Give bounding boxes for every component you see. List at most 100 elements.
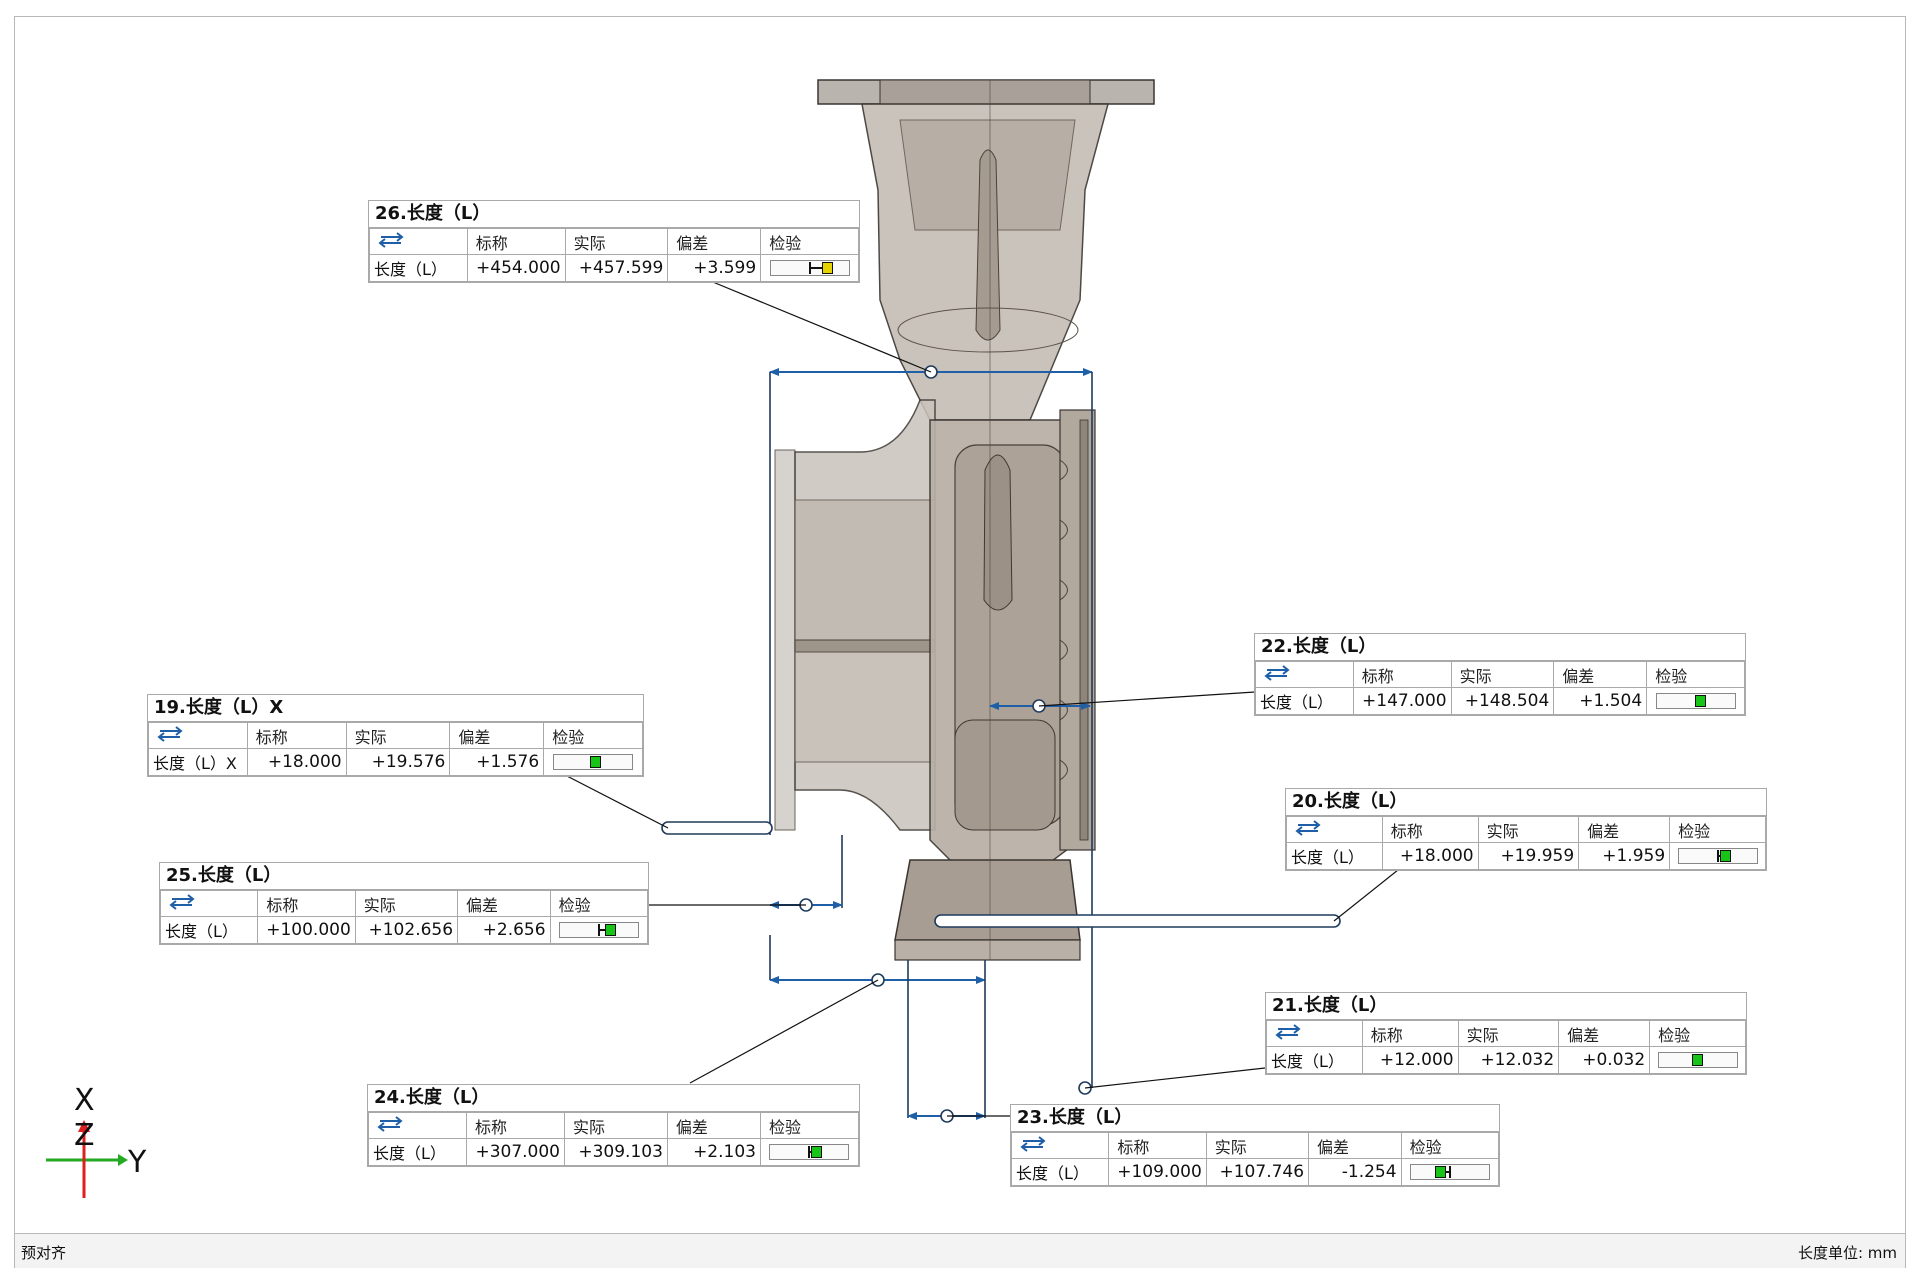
header-check: 检验	[1646, 661, 1745, 688]
cad-viewport[interactable]	[15, 17, 1905, 1230]
callout-title: 23.长度（L）	[1011, 1105, 1499, 1132]
header-actual: 实际	[564, 1112, 668, 1139]
check-gauge-cell	[549, 916, 649, 944]
header-deviation: 偏差	[667, 228, 762, 255]
status-bar: 预对齐 长度单位: mm	[15, 1233, 1905, 1268]
tolerance-gauge	[558, 922, 639, 938]
nominal-value: +12.000	[1361, 1046, 1459, 1074]
length-unit-indicator: 长度单位: mm	[1797, 1244, 1897, 1262]
check-gauge-cell	[1646, 687, 1745, 715]
tolerance-gauge	[553, 754, 634, 770]
header-deviation: 偏差	[1558, 1020, 1651, 1047]
measurement-callout-26[interactable]: 26.长度（L） 标称 实际 偏差 检验 长度（L） +454.000 +457…	[368, 200, 860, 283]
status-indicator	[1719, 850, 1731, 862]
tolerance-gauge	[1657, 1052, 1738, 1068]
deviation-value: +1.576	[449, 748, 545, 776]
check-gauge-cell	[1669, 842, 1766, 870]
dimension-lines	[564, 279, 1399, 1123]
callout-table: 标称 实际 偏差 检验 长度（L） +109.000 +107.746 -1.2…	[1010, 1132, 1500, 1186]
callout-table: 标称 实际 偏差 检验 长度（L） +18.000 +19.959 +1.959	[1286, 816, 1766, 870]
length-arrow-icon	[1286, 816, 1383, 843]
deviation-value: +2.103	[666, 1138, 761, 1166]
axis-x-label: X	[74, 1083, 95, 1118]
header-actual: 实际	[354, 890, 459, 917]
status-indicator	[604, 924, 616, 936]
callout-table: 标称 实际 偏差 检验 长度（L） +100.000 +102.656 +2.6…	[159, 890, 649, 944]
header-nominal: 标称	[246, 722, 347, 749]
header-deviation: 偏差	[457, 890, 551, 917]
check-gauge-cell	[1649, 1046, 1746, 1074]
row-label: 长度（L）	[1286, 842, 1383, 870]
nominal-value: +109.000	[1108, 1158, 1207, 1186]
check-gauge-cell	[760, 254, 859, 282]
callout-title: 25.长度（L）	[160, 863, 648, 890]
measurement-callout-22[interactable]: 22.长度（L） 标称 实际 偏差 检验 长度（L） +147.000 +148…	[1254, 633, 1746, 716]
row-label: 长度（L）	[1010, 1158, 1110, 1186]
status-indicator	[1434, 1166, 1446, 1178]
actual-value: +309.103	[564, 1138, 668, 1166]
header-actual: 实际	[1450, 661, 1555, 688]
axis-z-label: Z	[74, 1118, 95, 1153]
measurement-callout-21[interactable]: 21.长度（L） 标称 实际 偏差 检验 长度（L） +12.000 +12.0…	[1265, 992, 1747, 1075]
length-arrow-icon	[1255, 661, 1354, 688]
tolerance-gauge	[1677, 848, 1758, 864]
callout-table: 标称 实际 偏差 检验 长度（L） +12.000 +12.032 +0.032	[1266, 1020, 1746, 1074]
row-label: 长度（L）	[159, 916, 259, 944]
row-label: 长度（L）	[1266, 1046, 1363, 1074]
actual-value: +457.599	[564, 254, 669, 282]
tolerance-gauge	[769, 260, 850, 276]
status-indicator	[1691, 1054, 1703, 1066]
measurement-callout-25[interactable]: 25.长度（L） 标称 实际 偏差 检验 长度（L） +100.000 +102…	[159, 862, 649, 945]
header-check: 检验	[1400, 1132, 1500, 1159]
length-arrow-icon	[369, 228, 468, 255]
measurement-callout-20[interactable]: 20.长度（L） 标称 实际 偏差 检验 长度（L） +18.000 +19.9…	[1285, 788, 1767, 871]
deviation-value: -1.254	[1308, 1158, 1402, 1186]
nominal-value: +307.000	[466, 1138, 565, 1166]
callout-title: 20.长度（L）	[1286, 789, 1766, 816]
header-actual: 实际	[1477, 816, 1580, 843]
actual-value: +19.959	[1477, 842, 1580, 870]
row-label: 长度（L）	[368, 1138, 467, 1166]
callout-title: 22.长度（L）	[1255, 634, 1745, 661]
header-actual: 实际	[1205, 1132, 1310, 1159]
status-indicator	[1694, 695, 1706, 707]
header-deviation: 偏差	[1553, 661, 1648, 688]
header-check: 检验	[759, 1112, 860, 1139]
header-deviation: 偏差	[449, 722, 545, 749]
check-gauge-cell	[759, 1138, 860, 1166]
header-nominal: 标称	[466, 228, 566, 255]
header-actual: 实际	[345, 722, 451, 749]
deviation-value: +1.504	[1553, 687, 1648, 715]
nominal-value: +147.000	[1352, 687, 1452, 715]
length-arrow-icon	[159, 890, 259, 917]
header-check: 检验	[549, 890, 649, 917]
header-nominal: 标称	[257, 890, 356, 917]
header-actual: 实际	[1457, 1020, 1560, 1047]
length-arrow-icon	[368, 1112, 467, 1139]
callout-table: 标称 实际 偏差 检验 长度（L） +147.000 +148.504 +1.5…	[1255, 661, 1745, 715]
measurement-callout-23[interactable]: 23.长度（L） 标称 实际 偏差 检验 长度（L） +109.000 +107…	[1010, 1104, 1500, 1187]
measurement-callout-24[interactable]: 24.长度（L） 标称 实际 偏差 检验 长度（L） +307.000 +309…	[367, 1084, 860, 1167]
header-deviation: 偏差	[666, 1112, 761, 1139]
row-label: 长度（L）	[1255, 687, 1354, 715]
header-check: 检验	[760, 228, 859, 255]
nominal-value: +18.000	[246, 748, 347, 776]
callout-table: 标称 实际 偏差 检验 长度（L） +454.000 +457.599 +3.5…	[369, 228, 859, 282]
row-label: 长度（L）X	[148, 748, 248, 776]
nominal-value: +100.000	[257, 916, 356, 944]
status-indicator	[821, 262, 833, 274]
length-arrow-icon	[1010, 1132, 1110, 1159]
deviation-value: +0.032	[1558, 1046, 1651, 1074]
length-arrow-icon	[148, 722, 248, 749]
status-indicator	[590, 756, 602, 768]
deviation-value: +2.656	[457, 916, 551, 944]
callout-table: 标称 实际 偏差 检验 长度（L） +307.000 +309.103 +2.1…	[368, 1112, 860, 1166]
actual-value: +12.032	[1457, 1046, 1560, 1074]
header-nominal: 标称	[1108, 1132, 1207, 1159]
axis-triad	[46, 1120, 128, 1198]
measurement-callout-19[interactable]: 19.长度（L）X 标称 实际 偏差 检验 长度（L）X +18.000 +19…	[147, 694, 644, 777]
axis-y-label: Y	[128, 1145, 147, 1180]
callout-title: 26.长度（L）	[369, 201, 859, 228]
header-deviation: 偏差	[1308, 1132, 1402, 1159]
callout-title: 19.长度（L）X	[148, 695, 643, 722]
